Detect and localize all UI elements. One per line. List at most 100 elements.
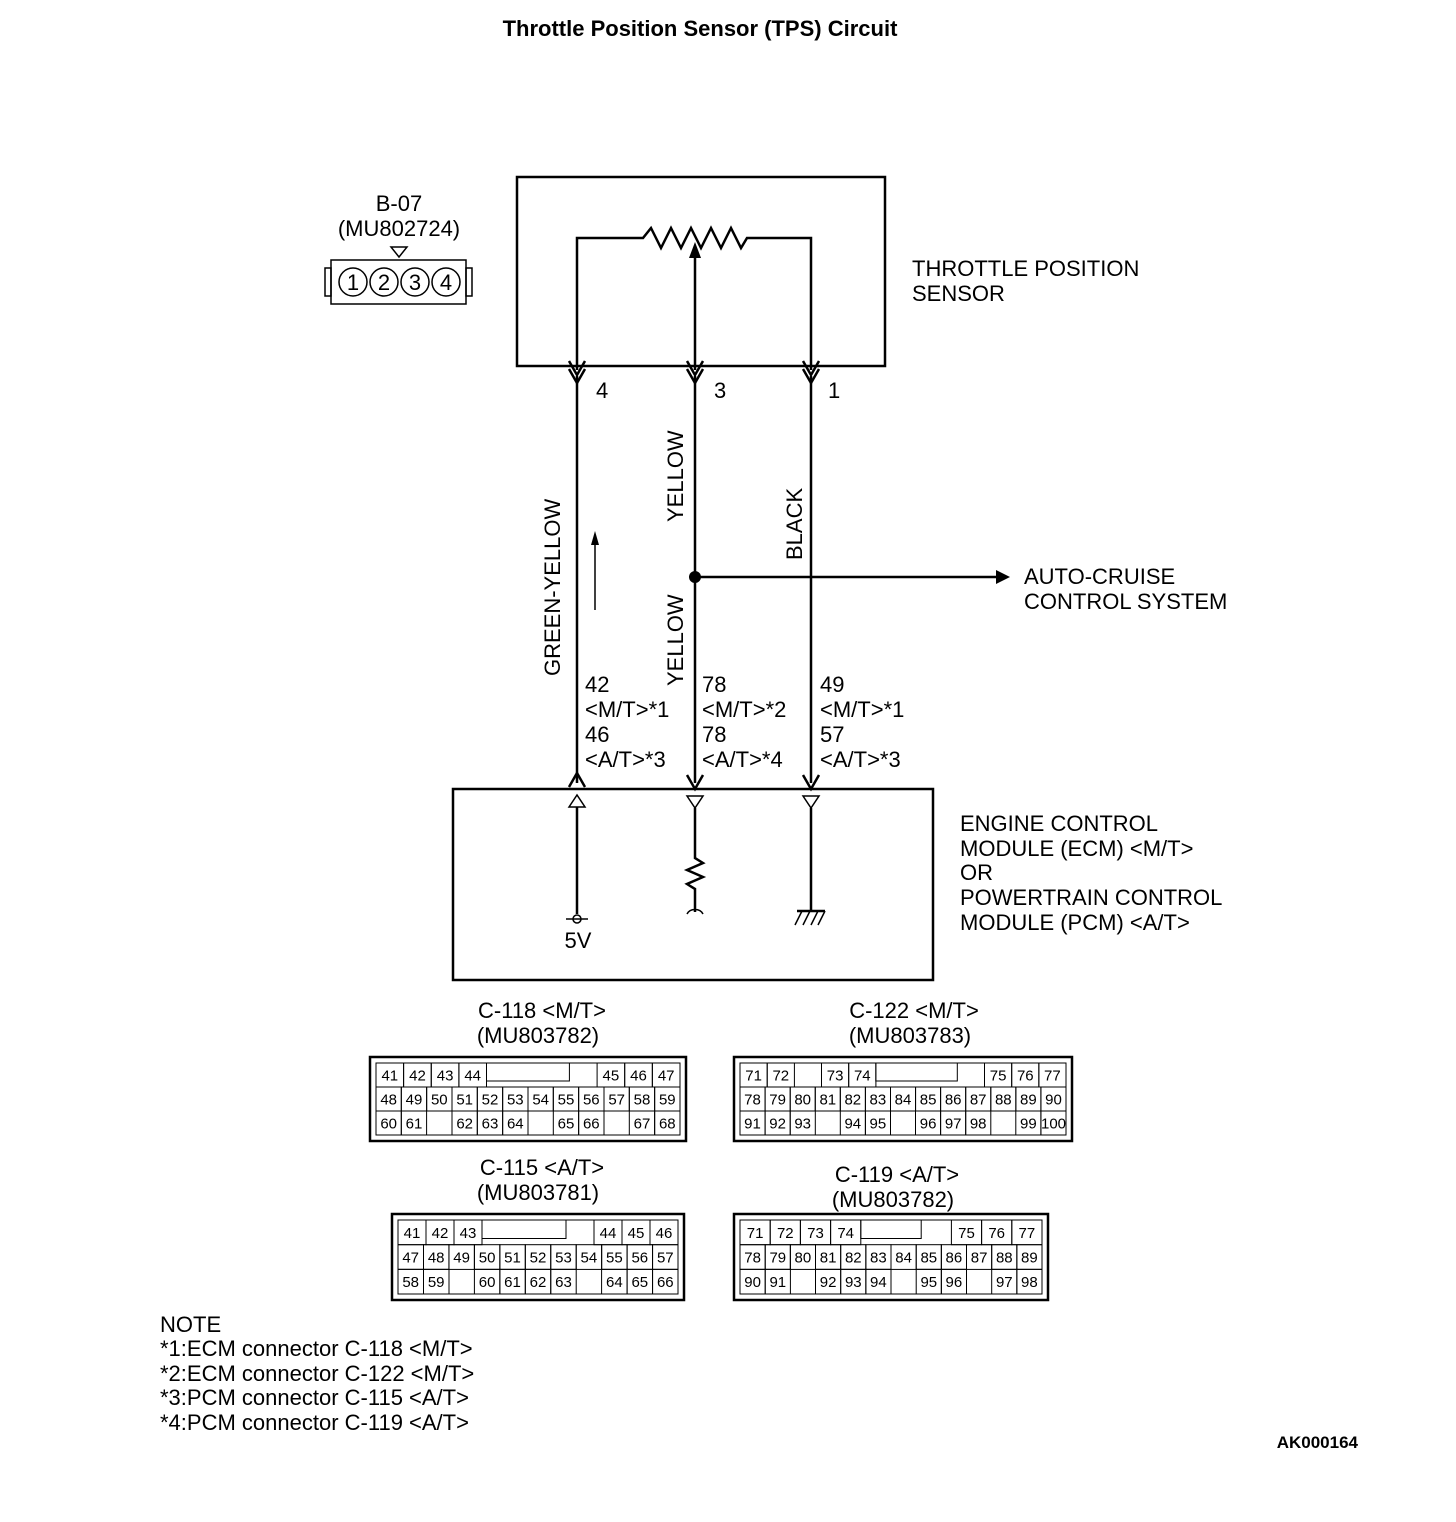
pin-2: 2 (369, 267, 399, 297)
pin-number: 54 (581, 1250, 598, 1267)
connector-part: (MU803782) (832, 1187, 954, 1212)
pin-number: 75 (958, 1225, 975, 1242)
pin-number: 92 (820, 1274, 837, 1291)
wire-color-label: YELLOW (663, 594, 688, 686)
pin-number: 82 (844, 1092, 861, 1109)
terminal-icon (801, 774, 821, 792)
figure-code: AK000164 (1277, 1433, 1359, 1452)
pin-number: 85 (920, 1250, 937, 1267)
pin-number: 88 (995, 1092, 1012, 1109)
pin-cell (865, 1268, 892, 1295)
pin-note: <A/T>*3 (820, 747, 901, 772)
pin-number: 90 (1045, 1092, 1062, 1109)
connector-latch-left (324, 267, 332, 297)
connector-part: (MU803781) (477, 1180, 599, 1205)
pin-number: 91 (769, 1274, 786, 1291)
pin-number: 100 (1041, 1116, 1066, 1133)
branch-arrow-icon (996, 570, 1010, 584)
pin-cell (789, 1110, 816, 1136)
pin-number: 82 (845, 1250, 862, 1267)
pin-cell (550, 1268, 577, 1295)
supply-node (572, 914, 582, 924)
pin-number: 94 (844, 1116, 861, 1133)
pin-number: 92 (769, 1116, 786, 1133)
connector-housing (390, 1212, 686, 1302)
svg-text:1: 1 (347, 270, 359, 295)
pin-note: <M/T>*1 (820, 697, 904, 722)
sensor-pin-label: 1 (828, 378, 840, 403)
connector-key-slot (481, 1219, 567, 1239)
pin-number: 78 (702, 722, 726, 747)
pin-number: 41 (404, 1225, 421, 1242)
note-item: *3:PCM connector C-115 <A/T> (160, 1385, 469, 1410)
pin-number: 90 (744, 1274, 761, 1291)
svg-text:3: 3 (409, 270, 421, 295)
potentiometer-icon (575, 225, 813, 370)
pin-number: 76 (988, 1225, 1005, 1242)
pin-number: 53 (555, 1250, 572, 1267)
pin-number: 45 (603, 1068, 620, 1085)
branch-label-line1: AUTO-CRUISE (1024, 564, 1175, 589)
pin-number: 55 (606, 1250, 623, 1267)
pin-number: 53 (507, 1092, 524, 1109)
pin-number: 83 (870, 1092, 887, 1109)
input-terminal-icon (685, 795, 705, 810)
pin-number: 78 (744, 1250, 761, 1267)
pin-number: 64 (507, 1116, 524, 1133)
pin-number: 79 (769, 1250, 786, 1267)
wire-color-label: BLACK (782, 488, 807, 560)
sensor-pin-label: 4 (596, 378, 608, 403)
module-label-line: OR (960, 860, 993, 885)
note-item: *4:PCM connector C-119 <A/T> (160, 1410, 469, 1435)
pin-number: 50 (431, 1092, 448, 1109)
pin-number: 97 (945, 1116, 962, 1133)
pin-number: 85 (920, 1092, 937, 1109)
sensor-box (515, 175, 887, 368)
connector-id: C-119 <A/T> (835, 1162, 959, 1187)
pin-cell (1016, 1268, 1043, 1295)
pin-number: 68 (659, 1116, 676, 1133)
pin-number: 51 (504, 1250, 521, 1267)
pin-number: 79 (769, 1092, 786, 1109)
ecm-pin-labels: 42 <M/T>*1 46 <A/T>*3 78 <M/T>*2 78 <A/T… (585, 672, 904, 772)
pin-number: 51 (456, 1092, 473, 1109)
svg-text:2: 2 (378, 270, 390, 295)
connector-id: C-122 <M/T> (849, 998, 979, 1023)
pin-number: 76 (1017, 1068, 1034, 1085)
pin-number: 49 (820, 672, 844, 697)
connector-id: (MU803783) (849, 1023, 971, 1048)
pin-number: 62 (456, 1116, 473, 1133)
notes: NOTE *1:ECM connector C-118 <M/T> *2:ECM… (160, 1312, 474, 1435)
pin-number: 47 (658, 1068, 675, 1085)
pin-4: 4 (431, 267, 461, 297)
pin-number: 98 (1021, 1274, 1038, 1291)
wiring: GREEN-YELLOW YELLOW YELLOW BLACK AUTO-CR… (540, 376, 1227, 783)
module-box (451, 787, 935, 982)
pin-number: 96 (946, 1274, 963, 1291)
pin-number: 66 (657, 1274, 674, 1291)
pin-number: 46 (585, 722, 609, 747)
pin-number: 93 (794, 1116, 811, 1133)
pin-number: 66 (583, 1116, 600, 1133)
input-terminal-icon (567, 793, 587, 808)
pin-3: 3 (400, 267, 430, 297)
pin-number: 74 (837, 1225, 854, 1242)
pin-number: 77 (1044, 1068, 1061, 1085)
pin-number: 86 (946, 1250, 963, 1267)
sensor-label-line2: SENSOR (912, 281, 1005, 306)
sensor-pin-label: 3 (714, 378, 726, 403)
input-terminal-icon (801, 795, 821, 810)
pin-number: 91 (744, 1116, 761, 1133)
diagram-title: Throttle Position Sensor (TPS) Circuit (503, 16, 898, 41)
pin-cell (940, 1268, 967, 1295)
pin-number: 57 (820, 722, 844, 747)
pin-number: 46 (630, 1068, 647, 1085)
pin-number: 99 (1020, 1116, 1037, 1133)
connector-key-slot (875, 1062, 958, 1082)
pin-number: 93 (845, 1274, 862, 1291)
pin-cell (423, 1268, 450, 1295)
pin-number: 73 (807, 1225, 824, 1242)
pin-number: 56 (631, 1250, 648, 1267)
pin-number: 60 (479, 1274, 496, 1291)
